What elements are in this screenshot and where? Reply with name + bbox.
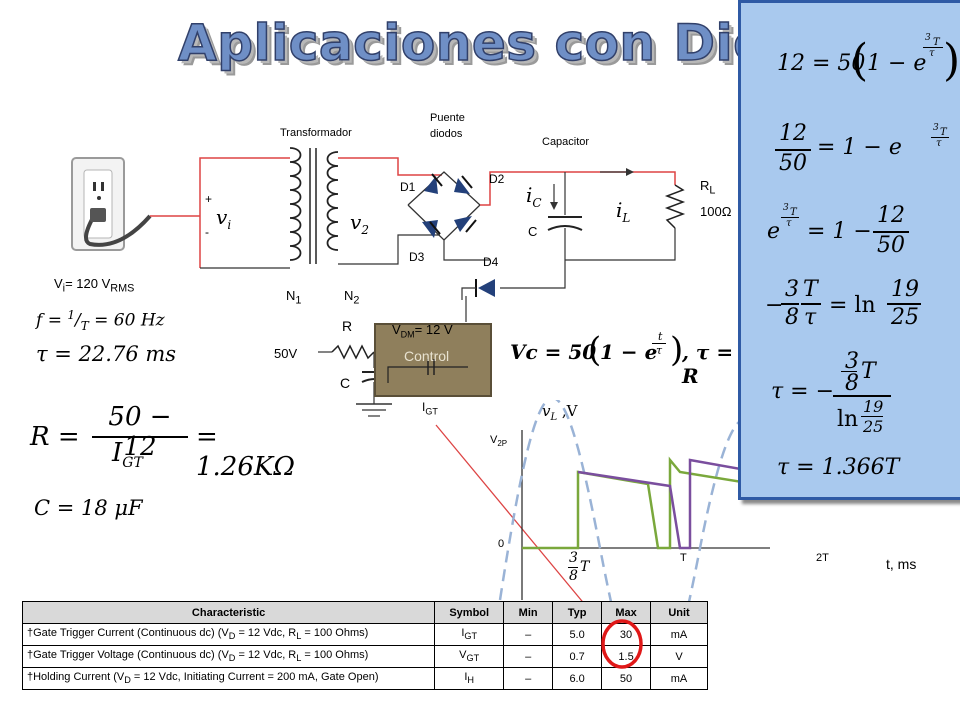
n2-label: N2 — [344, 288, 360, 307]
vi-label: vi — [216, 205, 232, 232]
gate-c-label: C — [340, 375, 351, 391]
three-eighths-t: 3 8 T — [568, 550, 590, 584]
header-unit: Unit — [650, 601, 708, 624]
d2-label: D2 — [489, 172, 505, 186]
bridge-label-1: Puente — [430, 112, 465, 124]
v2p-label: V2P — [490, 434, 508, 449]
tau-equation: τ = 22.76 ms — [36, 342, 177, 366]
zero-label: 0 — [498, 538, 505, 550]
table-header-row: Characteristic Symbol Min Typ Max Unit — [21, 601, 708, 624]
d1-label: D1 — [400, 180, 416, 194]
gate-r-label: R — [342, 318, 353, 334]
panel-eq5: τ = − 3 8 T ln 19 25 — [741, 349, 960, 437]
wall-outlet-icon — [71, 157, 152, 251]
panel-eq6: τ = 1.366T — [777, 455, 900, 480]
igt-label: IGT — [422, 400, 438, 417]
equation-panel: 12 = 50 ( 1 − e 3 T τ ) 12 50 = 1 − e 3 … — [738, 0, 960, 500]
panel-eq2: 12 50 = 1 − e 3 T τ — [741, 121, 960, 181]
il-label: iL — [616, 198, 631, 225]
pulse-wave — [522, 456, 780, 550]
row-characteristic: †Holding Current (VD = 12 Vdc, Initiatin… — [21, 667, 436, 690]
capacitance-equation: C = 18 μF — [34, 496, 143, 520]
panel-eq3: e 3 T τ = 1 − 12 50 — [741, 201, 960, 261]
row-max: 50 — [601, 667, 652, 690]
row-symbol: VGT — [434, 645, 505, 668]
row-min: – — [503, 667, 554, 690]
waveform-chart — [498, 400, 780, 610]
2t-tick: 2T — [816, 552, 829, 564]
header-typ: Typ — [552, 601, 603, 624]
graph-y-label: vL ,V — [542, 402, 578, 423]
vc-equation: Vc = 50 ( 1 − e t τ ) , τ = R — [510, 330, 734, 388]
rl-value: 100Ω — [700, 204, 732, 219]
header-min: Min — [503, 601, 554, 624]
d3-label: D3 — [409, 250, 425, 264]
control-label: Control — [404, 348, 450, 364]
transformer-label: Transformador — [280, 127, 352, 139]
source-50v-label: 50V — [274, 346, 298, 361]
capacitor-c-label: C — [528, 224, 538, 239]
panel-eq1: 12 = 50 ( 1 − e 3 T τ ) — [777, 33, 960, 86]
bridge-label-2: diodos — [430, 128, 463, 140]
row-unit: mA — [650, 623, 708, 646]
row-typ: 0.7 — [552, 645, 603, 668]
row-typ: 6.0 — [552, 667, 603, 690]
panel-eq4: − 3 8 T τ = ln 19 25 — [765, 277, 921, 330]
vdm-label: VDM= 12 V — [392, 322, 453, 340]
spec-table: Characteristic Symbol Min Typ Max Unit †… — [21, 601, 708, 690]
capacitor-label: Capacitor — [542, 136, 590, 148]
sine-wave — [498, 400, 772, 610]
header-max: Max — [601, 601, 652, 624]
row-characteristic: †Gate Trigger Voltage (Continuous dc) (V… — [21, 645, 436, 668]
row-typ: 5.0 — [552, 623, 603, 646]
row-symbol: IH — [434, 667, 505, 690]
v2-label: v2 — [350, 210, 369, 237]
frequency-equation: f = 1/T = 60 Hz — [36, 308, 165, 334]
row-unit: mA — [650, 667, 708, 690]
diode-bridge — [407, 171, 481, 241]
control-box — [374, 323, 492, 397]
header-symbol: Symbol — [434, 601, 505, 624]
plus-sign: + — [205, 192, 213, 206]
ripple-wave — [577, 458, 780, 550]
transformer-icon — [289, 147, 339, 264]
vi-rms-label: Vi= 120 VRMS — [54, 276, 135, 295]
row-symbol: IGT — [434, 623, 505, 646]
n1-label: N1 — [286, 288, 302, 307]
ic-label: iC — [526, 183, 542, 210]
control-box-symbol — [387, 359, 468, 383]
header-characteristic: Characteristic — [21, 601, 436, 624]
table-row: †Holding Current (VD = 12 Vdc, Initiatin… — [21, 667, 708, 690]
d4-label: D4 — [483, 255, 499, 269]
resistance-equation: R = 50 − 12 IGT = 1.26KΩ — [30, 402, 295, 482]
row-characteristic: †Gate Trigger Current (Continuous dc) (V… — [21, 623, 436, 646]
row-unit: V — [650, 645, 708, 668]
row-min: – — [503, 645, 554, 668]
rl-label: RL — [700, 178, 716, 197]
row-min: – — [503, 623, 554, 646]
max-highlight-circle — [601, 619, 643, 669]
minus-sign: - — [205, 225, 209, 239]
t-tick: T — [680, 552, 687, 564]
graph-x-label: t, ms — [886, 556, 917, 572]
